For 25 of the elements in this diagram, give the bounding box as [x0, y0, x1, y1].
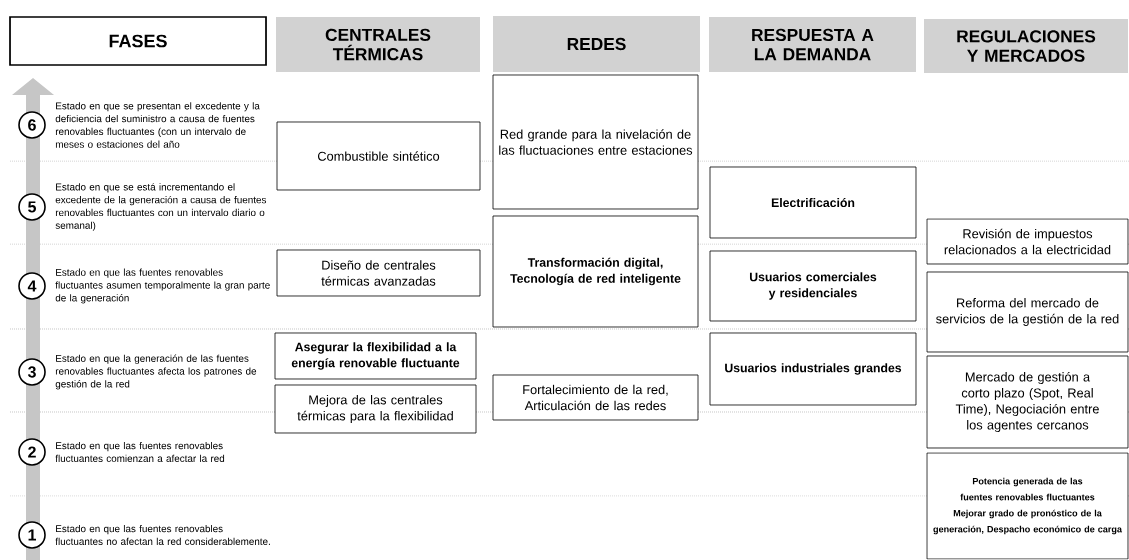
measure-box: Transformación digital, Tecnología de red inteligente — [492, 215, 699, 328]
measure-box: Revisión de impuestos relacionados a la electricidad — [926, 218, 1129, 265]
measure-box: Usuarios comerciales y residenciales — [709, 250, 917, 322]
phase-description: Estado en que las fuentes renovables fluctuantes no afectan la red considerablemente. — [55, 524, 270, 545]
measure-box: Asegurar la flexibilidad a la energía renovable fluctuante — [274, 332, 477, 380]
heading-box: FASES — [9, 16, 267, 66]
phase-description: Estado en que se está incrementando el excedente de la generación a causa de fuentes renovables fluctuantes con un intervalo diario o semanal) — [55, 183, 267, 231]
column-header: RESPUESTA A LA DEMANDA — [709, 17, 916, 72]
measure-box: Electrificación — [709, 166, 917, 239]
measure-box: Mejora de las centrales térmicas para la flexibilidad — [274, 384, 477, 434]
measure-box: Usuarios industriales grandes — [709, 332, 917, 406]
phase-description: Estado en que se presentan el excedente y la deficiencia del suministro a causa de fuentes renovables fluctuantes (con un intervalo de meses o estaciones del año — [55, 102, 260, 148]
column-header: CENTRALES TÉRMICAS — [276, 17, 480, 72]
column-header: REDES — [493, 16, 700, 72]
measure-box: Diseño de centrales térmicas avanzadas — [276, 249, 481, 297]
measure-box: Potencia generada de las fuentes renovables fluctuantes Mejorar grado de pronóstico de la generación, Despacho económico de carga — [926, 452, 1129, 560]
measure-box: Mercado de gestión a corto plazo (Spot, Real Time), Negociación entre los agentes cercanos — [926, 355, 1129, 449]
measure-box: Reforma del mercado de servicios de la gestión de la red — [926, 271, 1129, 353]
measure-box: Fortalecimiento de la red, Articulación de las redes — [492, 374, 699, 421]
column-header: REGULACIONES Y MERCADOS — [924, 19, 1128, 73]
phase-description: Estado en que las fuentes renovables fluctuantes asumen temporalmente la gran parte de la generación — [55, 268, 270, 304]
phase-description: Estado en que la generación de las fuentes renovables fluctuantes afecta los patrones de gestión de la red — [55, 354, 257, 390]
phase-description: Estado en que las fuentes renovables fluctuantes comienzan a afectar la red — [55, 441, 225, 462]
measure-box: Red grande para la nivelación de las fluctuaciones entre estaciones — [492, 74, 699, 210]
measure-box: Combustible sintético — [276, 121, 481, 191]
